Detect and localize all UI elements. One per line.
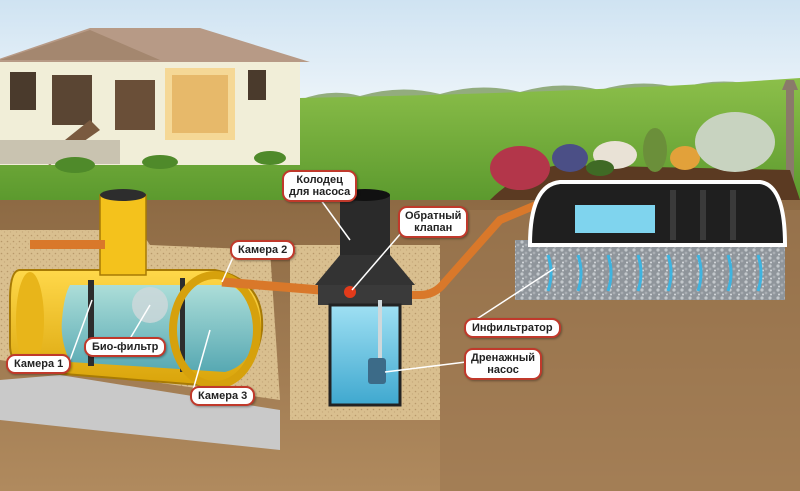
label-pump-well: Колодец для насоса — [282, 170, 358, 202]
tank-to-well-pipe — [221, 277, 321, 295]
label-infiltrator: Инфильтратор — [464, 318, 561, 338]
label-check-valve: Обратный клапан — [398, 206, 469, 238]
concrete-slab — [0, 375, 280, 450]
infiltrator — [515, 180, 788, 300]
inlet-pipe — [30, 240, 105, 249]
label-biofilter: Био-фильтр — [84, 337, 167, 357]
leader-lines — [69, 195, 556, 391]
label-chamber-3: Камера 3 — [190, 386, 256, 406]
discharge-pipe — [355, 191, 562, 299]
label-chamber-2: Камера 2 — [230, 240, 296, 260]
label-chamber-1: Камера 1 — [6, 354, 72, 374]
label-drain-pump: Дренажный насос — [464, 348, 543, 380]
house — [0, 28, 310, 173]
pump-well — [315, 189, 415, 407]
